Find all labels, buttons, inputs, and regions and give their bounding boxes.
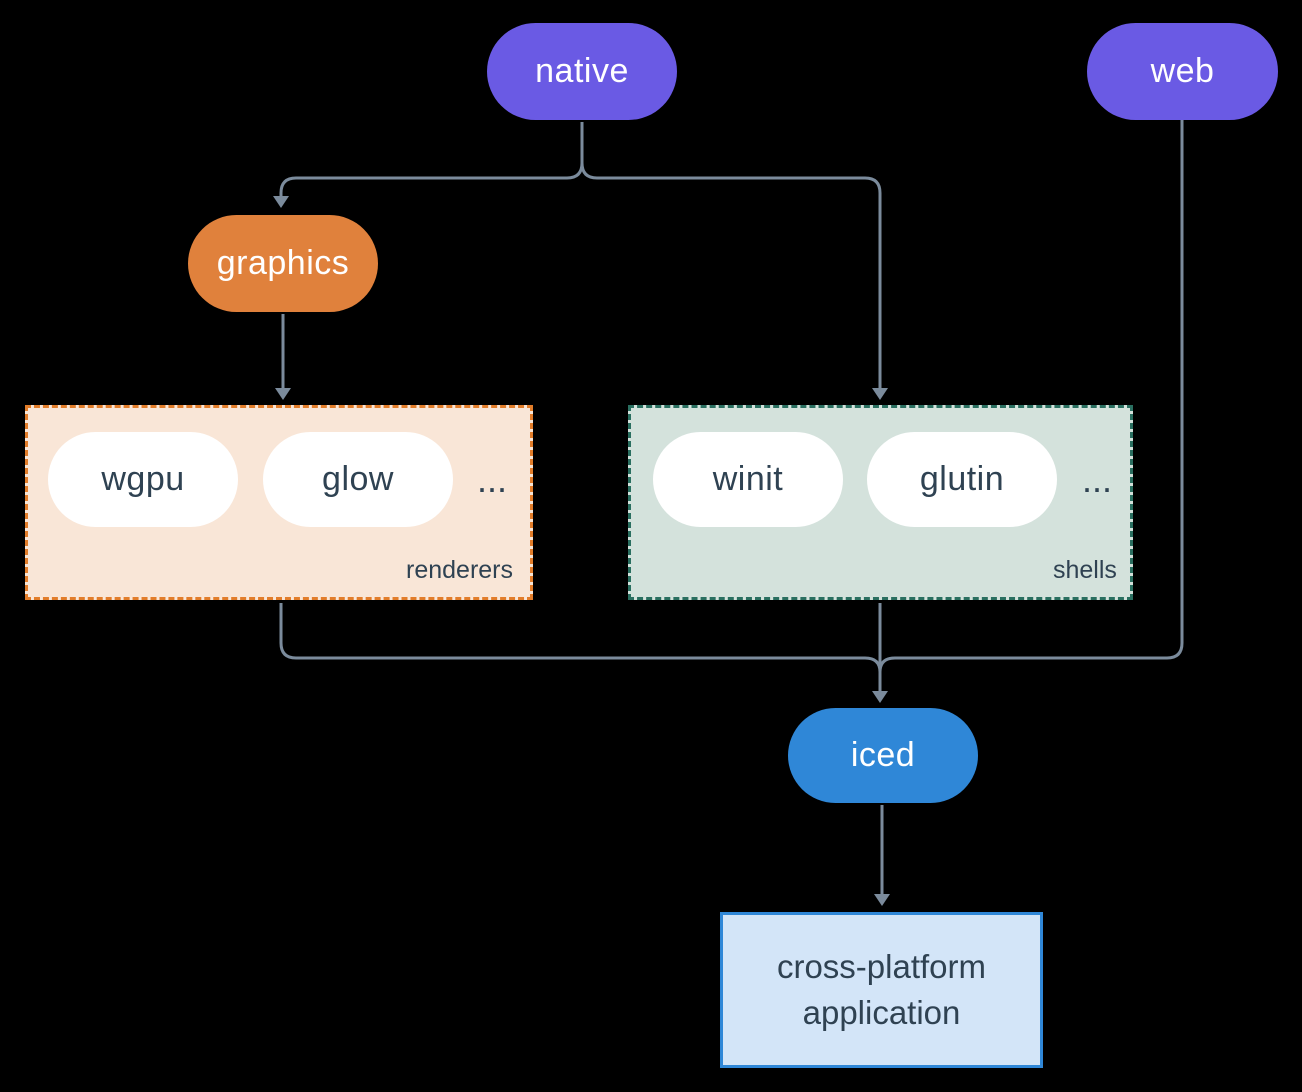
edge-web-iced	[878, 120, 1184, 673]
node-native-label: native	[535, 52, 629, 90]
shells-ellipsis: ...	[1082, 459, 1113, 500]
shells-group-label: shells	[1053, 556, 1117, 584]
node-glow-label: glow	[322, 460, 394, 498]
node-winit-label: winit	[712, 460, 784, 498]
node-wgpu-label: wgpu	[101, 460, 185, 498]
node-glutin: glutin	[867, 432, 1057, 527]
node-web-label: web	[1150, 52, 1215, 90]
node-graphics-label: graphics	[216, 244, 350, 282]
node-glutin-label: glutin	[919, 460, 1005, 498]
arrowhead-iced	[872, 691, 888, 703]
renderers-ellipsis: ...	[477, 459, 508, 500]
node-native: native	[487, 23, 677, 120]
node-winit: winit	[653, 432, 843, 527]
edge-native-shells	[580, 122, 882, 388]
node-iced-label: iced	[850, 736, 916, 774]
edge-native-graphics	[279, 122, 584, 196]
arrowhead-renderers	[275, 388, 291, 400]
renderers-group-label: renderers	[406, 556, 513, 584]
node-wgpu: wgpu	[48, 432, 238, 527]
node-cross-platform-application: cross-platform application	[720, 912, 1043, 1068]
node-graphics: graphics	[188, 215, 378, 312]
app-box-line1: cross-platform	[776, 948, 987, 985]
app-box-line2: application	[802, 994, 961, 1031]
arrowhead-app	[874, 894, 890, 906]
edge-renderers-iced	[279, 603, 882, 673]
node-web: web	[1087, 23, 1278, 120]
arrowhead-graphics	[273, 196, 289, 208]
arrowhead-shells	[872, 388, 888, 400]
node-iced: iced	[788, 708, 978, 803]
node-glow: glow	[263, 432, 453, 527]
